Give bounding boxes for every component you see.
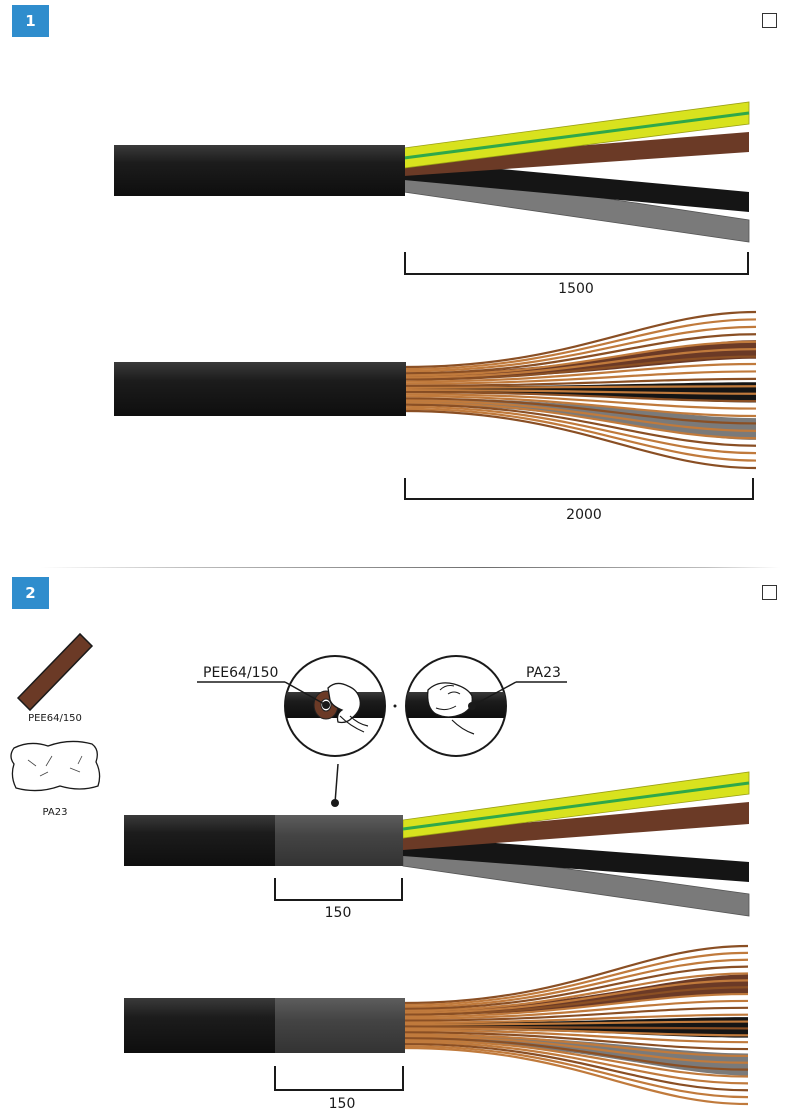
wrapped-sleeve — [275, 998, 405, 1053]
cable-multistrand-step1 — [114, 310, 757, 470]
step-1-number: 1 — [25, 12, 36, 30]
copper-strand — [403, 965, 749, 1010]
wire-black — [403, 836, 749, 882]
step-2-badge: 2 — [12, 577, 49, 609]
copper-strand — [404, 405, 757, 455]
dimension-label-150-top: 150 — [325, 905, 352, 921]
copper-strand — [404, 370, 757, 385]
copper-strand — [403, 1041, 749, 1085]
copper-strand — [404, 399, 757, 432]
copper-strand — [404, 348, 757, 379]
copper-strand — [403, 979, 749, 1014]
step-2-checkbox[interactable] — [762, 585, 777, 600]
copper-strand — [404, 391, 757, 403]
copper-strand — [403, 1042, 749, 1092]
detail-circle-wipe-clean — [405, 655, 507, 757]
copper-strand — [404, 393, 757, 410]
circle-separator-dot — [393, 704, 397, 708]
cable-sheath — [114, 145, 405, 196]
wire-black — [404, 160, 749, 212]
copper-strand — [404, 318, 757, 371]
cable-sheath — [124, 815, 276, 866]
core-bundle — [405, 340, 756, 379]
callout-label-pee64: PEE64/150 — [203, 665, 278, 681]
dimension-label-2000: 2000 — [566, 507, 602, 523]
cleaning-wipe-icon — [10, 740, 101, 792]
dimension-label-150-bottom: 150 — [329, 1096, 356, 1112]
core-bundle — [404, 974, 748, 1016]
copper-strands — [403, 944, 749, 1106]
copper-strand — [404, 310, 757, 369]
copper-strand — [404, 355, 757, 381]
copper-strand — [403, 1033, 749, 1058]
wrapped-sleeve — [275, 815, 403, 866]
dimension-label-1500: 1500 — [558, 281, 594, 297]
callout-pa23 — [468, 681, 567, 710]
copper-strand — [403, 1020, 749, 1026]
copper-strand — [404, 362, 757, 383]
copper-strand — [403, 1029, 749, 1044]
step-1-checkbox[interactable] — [762, 13, 777, 28]
callout-pee64 — [197, 681, 330, 709]
material-label-pee64: PEE64/150 — [28, 713, 82, 724]
cable-sheath — [114, 362, 406, 416]
brown-tape-strip-icon — [16, 632, 94, 712]
copper-strand — [403, 1046, 749, 1106]
copper-strand — [404, 395, 757, 418]
cable-4-core-step1 — [114, 101, 750, 243]
wire-brown — [404, 132, 749, 176]
copper-strand — [403, 1031, 749, 1051]
wire-green-stripe — [402, 781, 750, 831]
detail-pointer — [331, 763, 339, 807]
copper-strands — [404, 310, 757, 470]
copper-strand — [403, 1025, 749, 1030]
copper-strand — [403, 1035, 749, 1064]
wire-brown — [403, 802, 749, 850]
copper-strand — [403, 992, 749, 1018]
copper-strand — [403, 1039, 749, 1078]
cable-multistrand-step2 — [124, 944, 749, 1106]
copper-strand — [404, 403, 757, 447]
copper-strand — [403, 1044, 749, 1099]
copper-strand — [404, 325, 757, 373]
step-1-badge: 1 — [12, 5, 49, 37]
core-bundle — [404, 1034, 748, 1076]
cable-sheath — [124, 998, 276, 1053]
copper-strand — [404, 333, 757, 375]
copper-strand — [404, 407, 757, 462]
copper-strand — [404, 377, 757, 387]
copper-strand — [403, 1037, 749, 1071]
cable-4-core-step2 — [124, 771, 750, 917]
copper-strand — [403, 958, 749, 1009]
dimension-1500 — [404, 252, 749, 275]
copper-strand — [403, 986, 749, 1016]
dimension-2000 — [404, 478, 754, 500]
core-bundle — [405, 398, 756, 440]
copper-strand — [403, 999, 749, 1020]
step-2-number: 2 — [25, 584, 36, 602]
material-label-pa23: PA23 — [43, 807, 68, 818]
section-divider — [40, 567, 780, 568]
copper-strand — [404, 409, 757, 470]
copper-strand — [404, 388, 757, 395]
detail-circle-tape-wrap — [284, 655, 386, 757]
copper-strand — [403, 972, 749, 1012]
wire-green-stripe — [403, 111, 750, 160]
copper-strand — [404, 340, 757, 377]
copper-strand — [403, 944, 749, 1005]
copper-strand — [403, 1027, 749, 1037]
copper-strand — [403, 1006, 749, 1022]
callout-label-pa23: PA23 — [526, 665, 561, 681]
dimension-150-top — [274, 878, 403, 901]
copper-strand — [404, 397, 757, 425]
copper-strand — [403, 1013, 749, 1024]
copper-strand — [404, 385, 757, 390]
dimension-150-bottom — [274, 1066, 404, 1091]
copper-strand — [403, 951, 749, 1007]
copper-strand — [404, 401, 757, 440]
